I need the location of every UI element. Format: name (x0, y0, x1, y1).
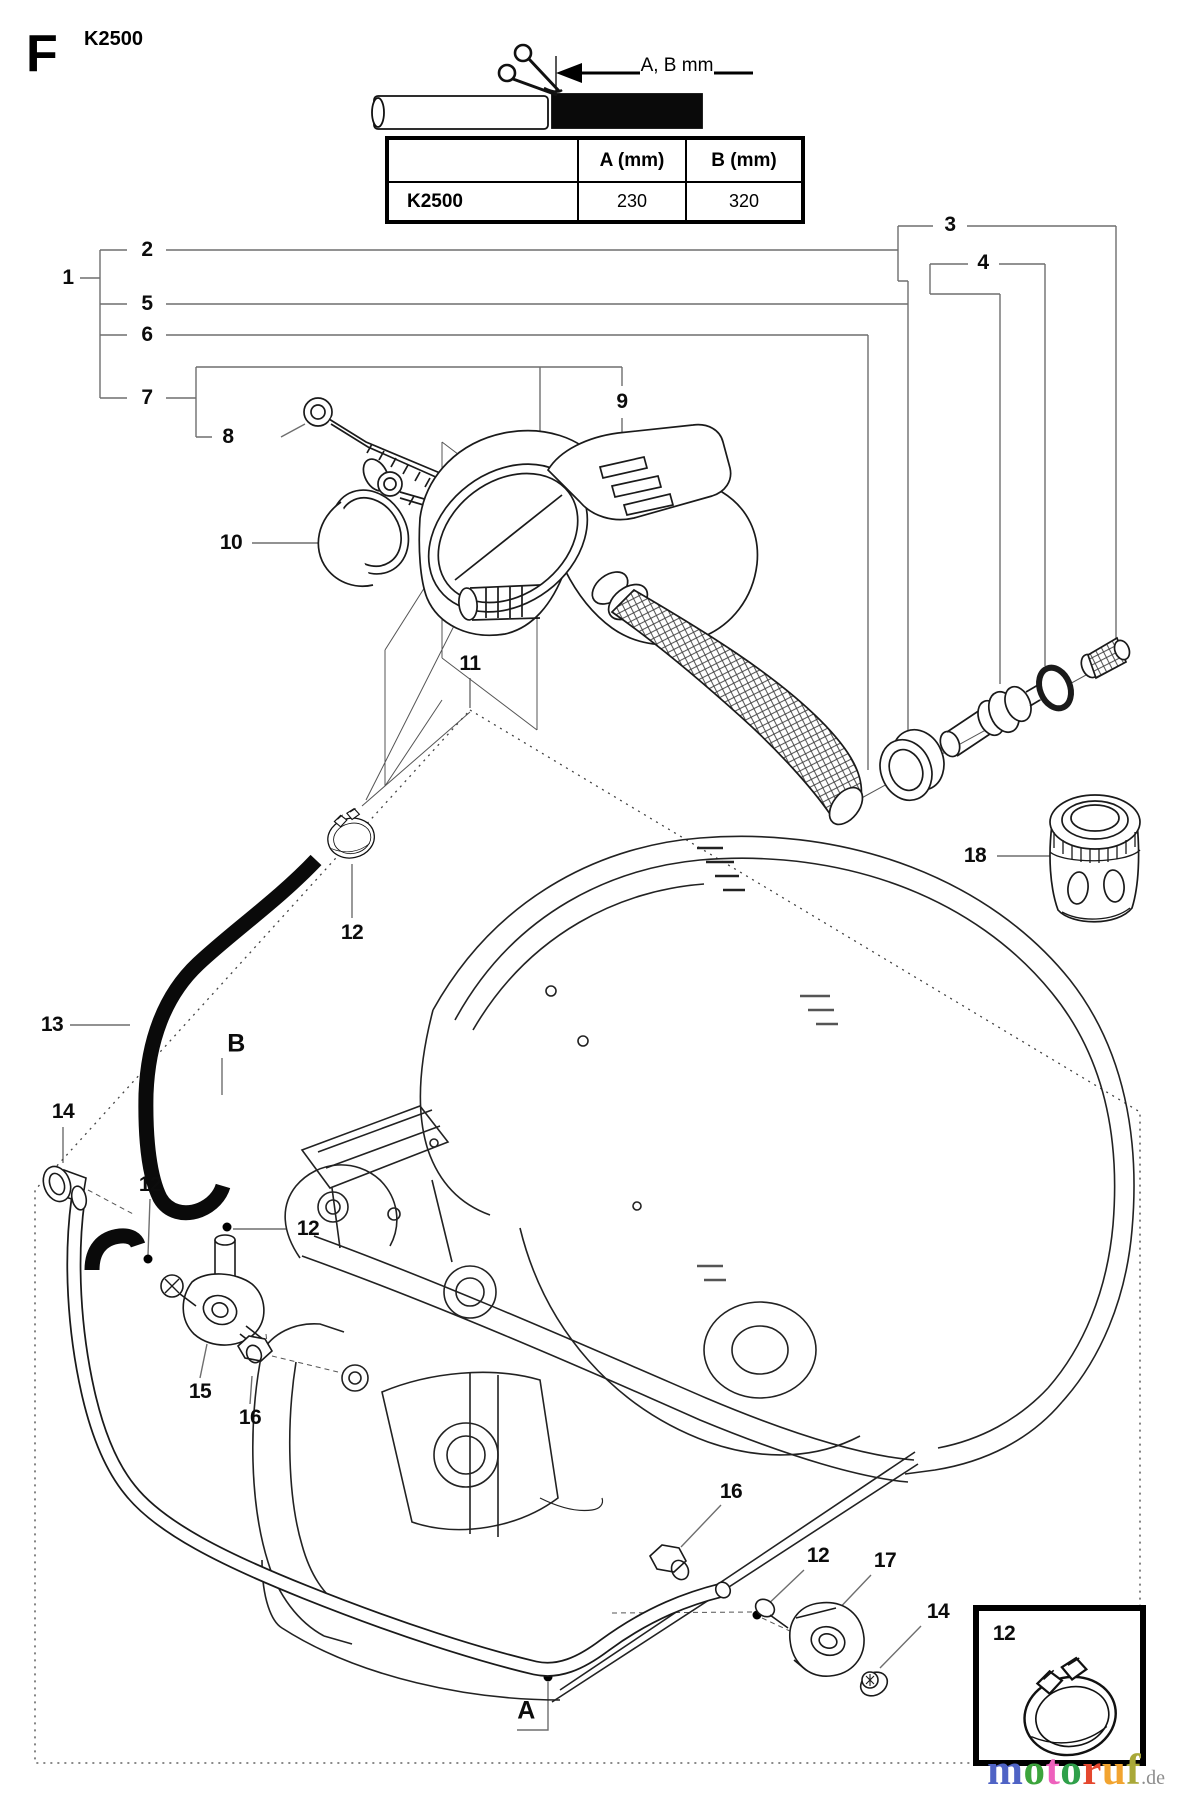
callout-18: 18 (963, 844, 987, 867)
spec-table-header-a: A (mm) (577, 137, 687, 183)
leader-lines (62, 225, 1117, 1731)
callout-B: B (227, 1029, 245, 1058)
elbow-screw (859, 1671, 889, 1697)
spec-table-model-cell: K2500 (386, 181, 579, 223)
water-hose-b (138, 854, 322, 1221)
callout-12-elbow: 12 (806, 1544, 830, 1567)
watermark-word: motoruf (987, 1747, 1142, 1794)
hose-clamp-upper (323, 807, 379, 863)
inset-box (973, 1605, 1146, 1766)
watermark-suffix: .de (1141, 1767, 1165, 1789)
engine-block (300, 1105, 497, 1319)
dimension-label: A, B mm (640, 55, 714, 76)
cutting-blade (519, 1227, 861, 1456)
spec-table-corner-cell (386, 137, 579, 183)
callout-15: 15 (188, 1380, 212, 1403)
hose-coupler (1049, 794, 1141, 923)
callout-2: 2 (141, 238, 153, 261)
tube-plug-left (42, 1165, 87, 1204)
frame-edge (551, 1451, 919, 1703)
water-tap (160, 1234, 274, 1364)
callout-1: 1 (62, 266, 74, 289)
belt-cover (284, 1164, 915, 1483)
callout-16-tube: 16 (719, 1480, 743, 1503)
water-kit (42, 807, 889, 1697)
callout-11: 11 (459, 652, 481, 675)
callout-14-left: 14 (51, 1100, 75, 1123)
spec-table: A (mm) B (mm) K2500 230 320 (385, 136, 805, 224)
tank-cap (317, 489, 410, 588)
watermark: motoruf.de (950, 1749, 1165, 1792)
tap-nut (236, 1335, 274, 1364)
vent-cover (546, 423, 732, 521)
callout-3: 3 (944, 213, 956, 236)
o-ring (1036, 664, 1074, 712)
callout-5: 5 (141, 292, 153, 315)
callout-12-hose-clamp: 12 (340, 921, 364, 944)
callout-6: 6 (141, 323, 153, 346)
callout-A: A (517, 1696, 535, 1725)
ring-nut (879, 728, 945, 802)
cut-hose-illustration (371, 43, 753, 130)
callout-12-tube: 12 (138, 1173, 162, 1196)
tube-outlet-fittings (649, 1544, 889, 1697)
water-hose-a (84, 1228, 146, 1271)
filter-screw (1080, 636, 1131, 680)
handle-tube (66, 1185, 732, 1677)
elbow-fitting (754, 1598, 865, 1677)
model-label: K2500 (84, 28, 143, 50)
spec-table-a-value: 230 (577, 181, 687, 223)
figure-letter: F (26, 25, 58, 83)
callout-9: 9 (616, 390, 628, 413)
callout-17: 17 (873, 1549, 897, 1572)
scissors-icon (497, 43, 563, 97)
blade-guard (419, 835, 1135, 1475)
callout-7: 7 (141, 386, 153, 409)
dimension-arrow (556, 63, 753, 83)
tube-nut (649, 1544, 690, 1581)
callout-16-tap: 16 (238, 1406, 262, 1429)
mounting-screws (303, 397, 488, 538)
callout-4: 4 (977, 251, 989, 274)
callout-10: 10 (219, 531, 243, 554)
spec-table-header-b: B (mm) (685, 137, 804, 183)
callout-12-inset: 12 (992, 1622, 1016, 1645)
hose-nipple (939, 684, 1041, 758)
tap-boss (341, 1364, 369, 1392)
tank-spout (458, 584, 541, 621)
water-tank-assembly (303, 397, 1141, 923)
callout-13: 13 (40, 1013, 64, 1036)
starter-housing (381, 1371, 604, 1537)
braided-hose (591, 571, 864, 826)
machine-boundary (34, 709, 1141, 1764)
callout-8: 8 (222, 425, 234, 448)
marked-hose-section (551, 93, 703, 129)
spec-table-b-value: 320 (685, 181, 804, 223)
callout-12-tap: 12 (296, 1217, 320, 1240)
callout-14-right: 14 (926, 1600, 950, 1623)
power-cutter-machine (252, 835, 1135, 1703)
